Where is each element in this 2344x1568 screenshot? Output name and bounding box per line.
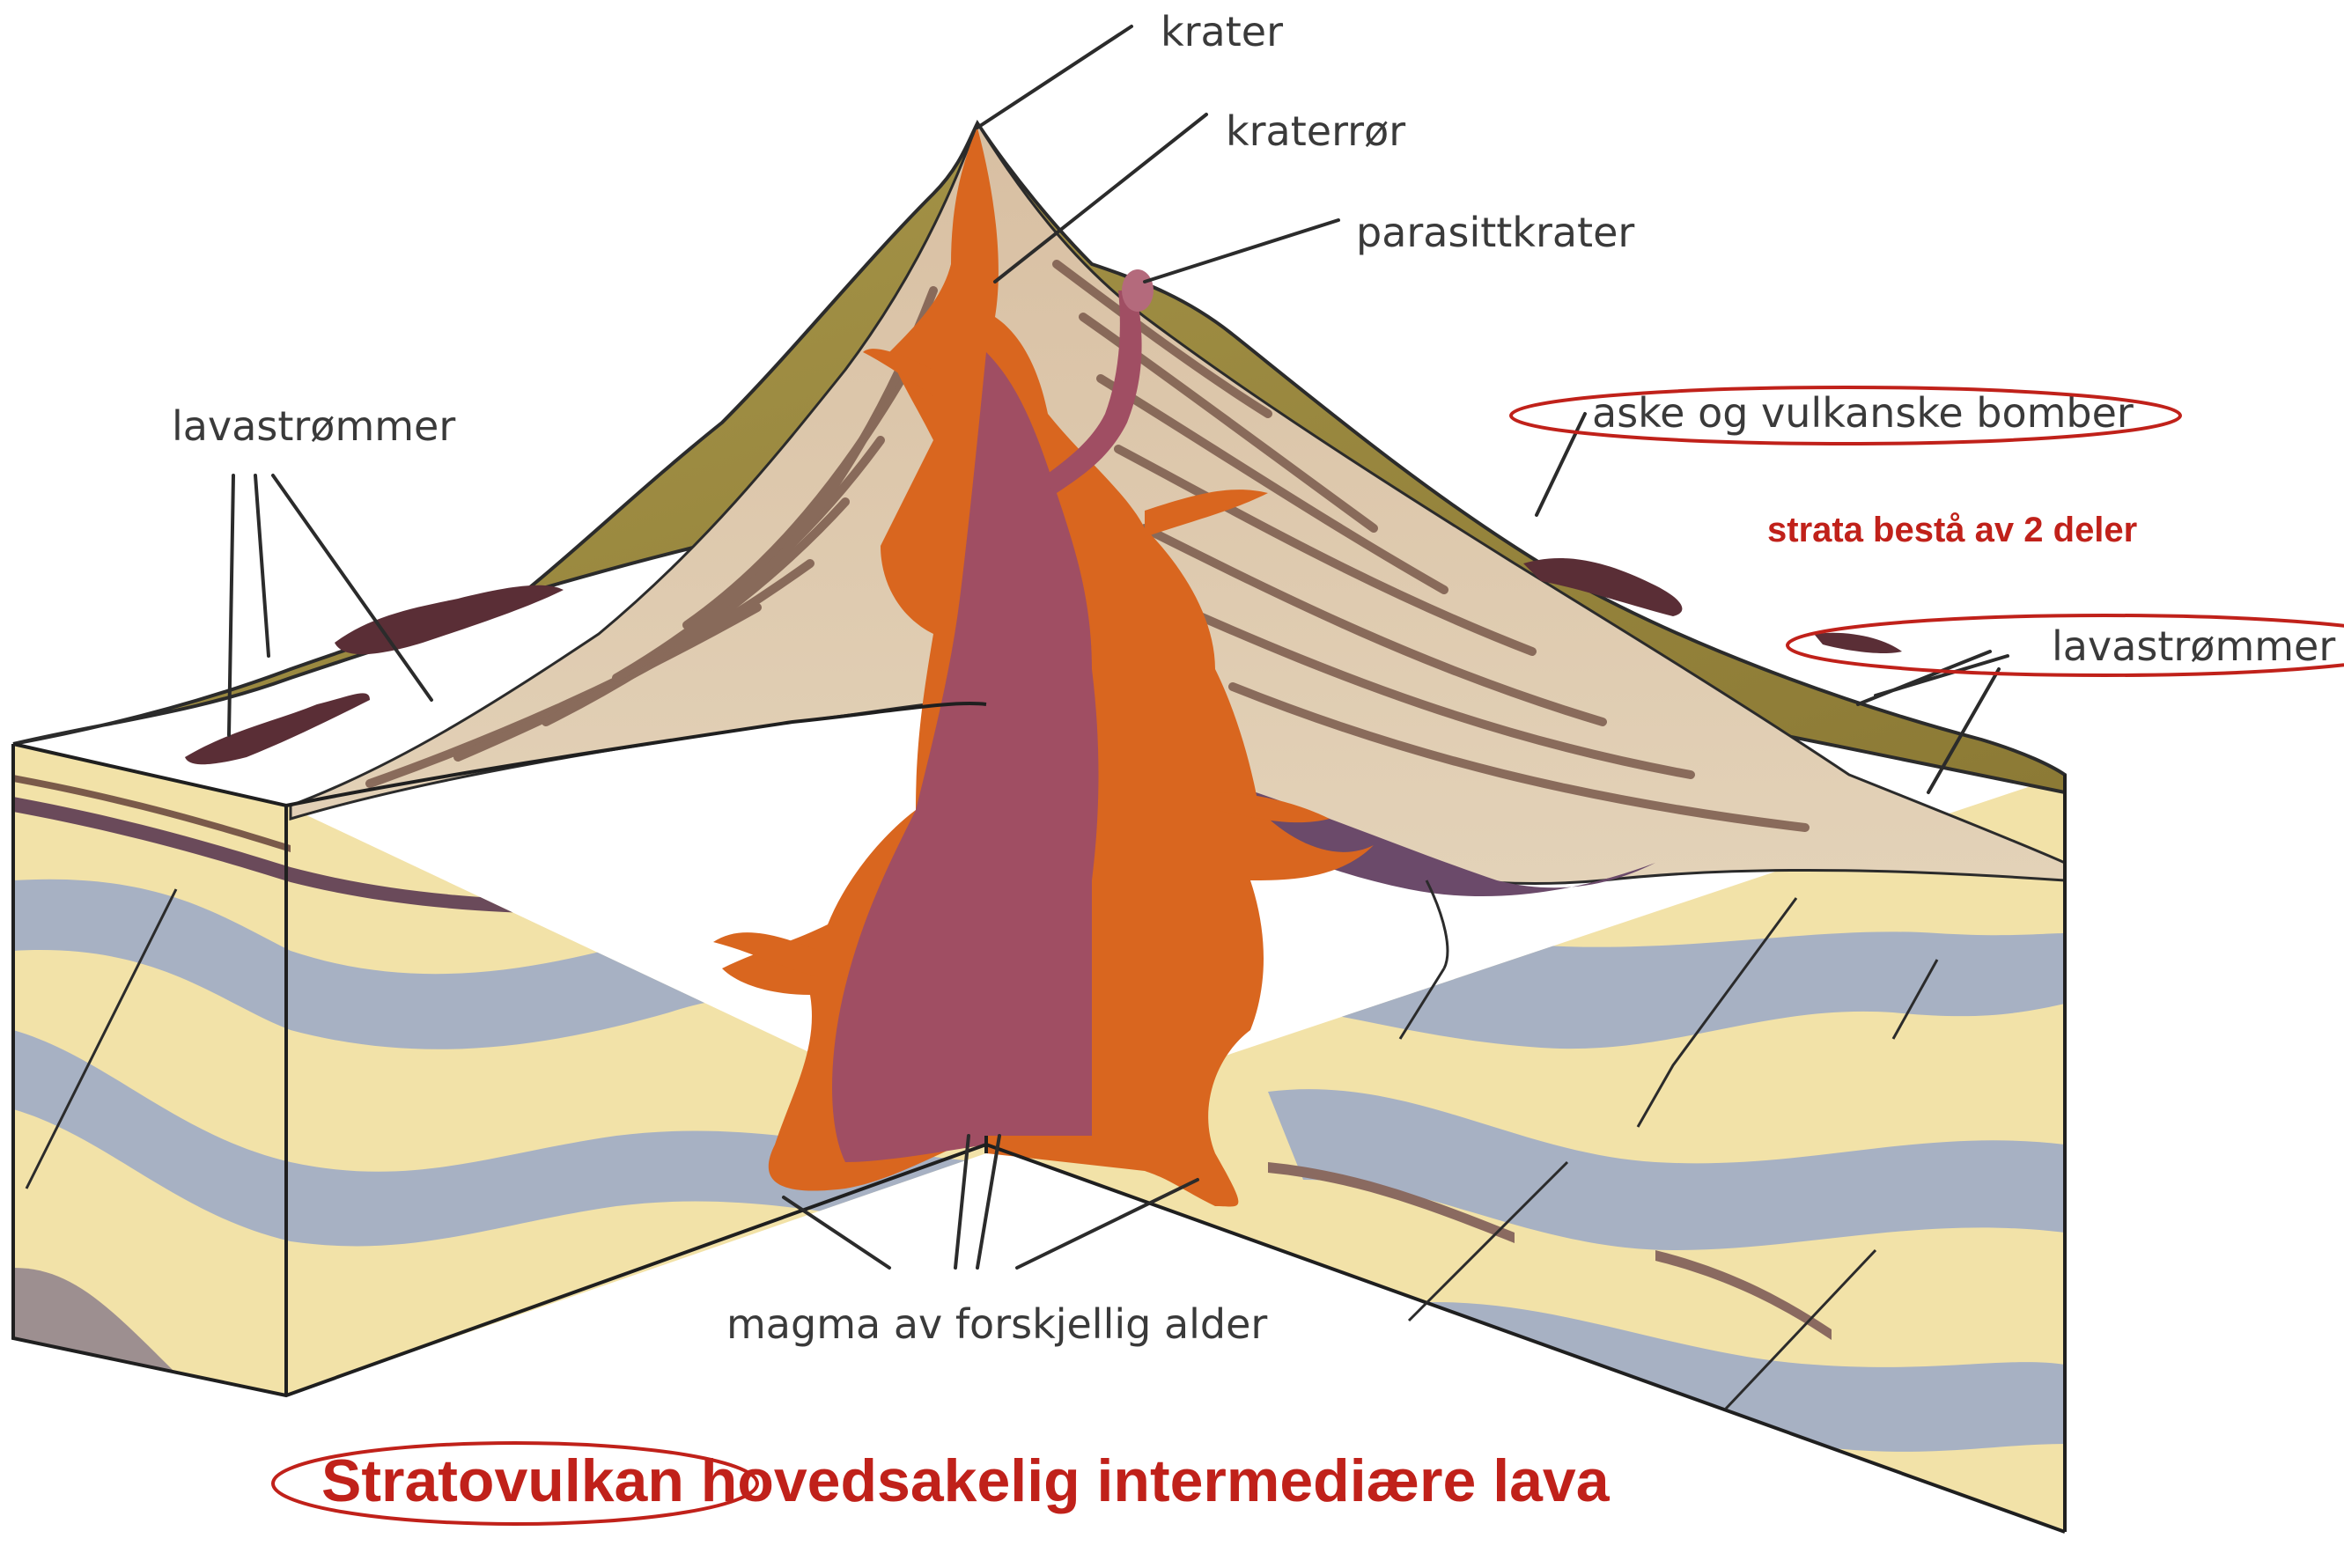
annotation-title: Stratovulkan hovedsakelig intermediære l…	[321, 1447, 1611, 1514]
leader-lava-left-2	[255, 475, 269, 656]
leader-krater	[977, 26, 1131, 128]
label-parasittkrater: parasittkrater	[1356, 209, 1634, 256]
annotation-strata-note: strata bestå av 2 deler	[1767, 511, 2137, 549]
label-krater: krater	[1161, 8, 1283, 55]
label-aske-og-vulkanske-bomber: aske og vulkanske bomber	[1592, 389, 2134, 437]
label-kraterror: kraterrør	[1226, 107, 1405, 155]
title-circled-word: Stratovulkan	[321, 1447, 684, 1514]
title-rest: hovedsakelig intermediære lava	[684, 1447, 1611, 1514]
label-lavastrommer-left: lavastrømmer	[172, 402, 455, 450]
label-magma: magma av forskjellig alder	[726, 1300, 1267, 1348]
leader-parasittkrater	[1145, 220, 1338, 282]
label-lavastrommer-right: lavastrømmer	[2052, 622, 2335, 670]
